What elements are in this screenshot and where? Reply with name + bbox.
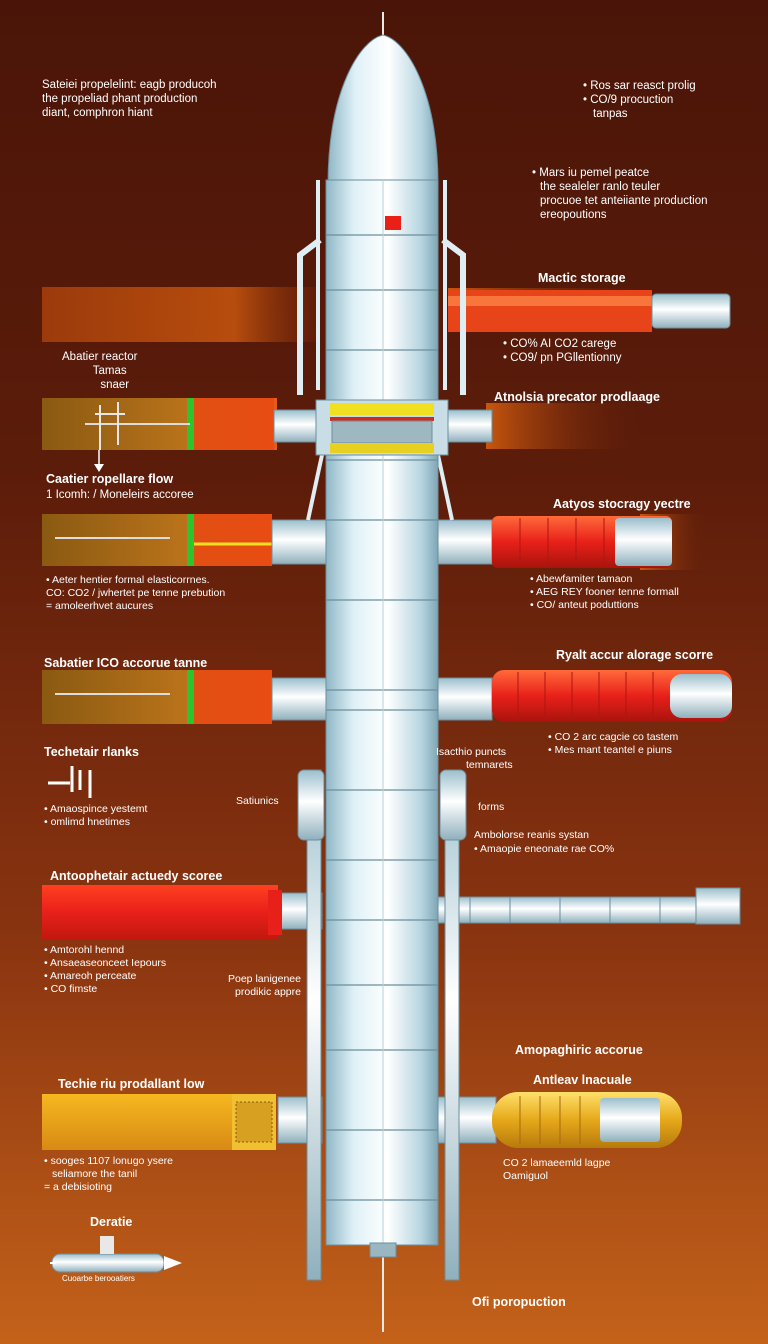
body-rings <box>326 234 438 1201</box>
mactic-tank-pipe <box>651 293 731 329</box>
flank-glyph <box>48 766 92 798</box>
red-tank-left <box>42 885 278 940</box>
connector-right-2 <box>435 519 493 565</box>
antleav-tank-end <box>600 1098 660 1142</box>
co2-bottom-notes: CO 2 lamaeemld lagpe Oamiguol <box>503 1157 611 1182</box>
green-valve-1 <box>187 398 194 450</box>
reactor-ring-yellow <box>330 403 434 415</box>
left-bullets-4: sooges 1107 lonugo ysere seliamore the t… <box>44 1155 173 1194</box>
heat-section-2 <box>194 514 272 566</box>
connector-left-2 <box>271 519 329 565</box>
left-bullets-3: Amtorohl hennd Ansaeaseonceet Iepours Am… <box>44 944 166 996</box>
top-left-note: Sateiei propelelint: eagb producoh the p… <box>42 79 217 119</box>
mactic-storage-label: Mactic storage <box>538 271 626 285</box>
ryalt-storage-label: Ryalt accur alorage scorre <box>556 648 714 662</box>
right-pipe-assembly <box>435 896 697 924</box>
ryalt-tank-end <box>670 674 732 718</box>
landing-leg-left <box>306 454 324 521</box>
valve-glyph <box>95 402 125 450</box>
side-column-right <box>444 769 460 1281</box>
mactic-tank-red-hl <box>448 296 652 306</box>
landing-leg-right <box>436 454 454 521</box>
cattier-flow-label: Caatier ropellare flow <box>46 472 174 486</box>
reactor-ring-core <box>331 420 433 444</box>
ambolorse-label: Ambolorse reanis systan <box>474 829 589 841</box>
heat-section-3 <box>194 670 272 724</box>
aatyos-tank-end <box>615 518 672 566</box>
left-bullets-1: Aeter hentier formal elasticorrnes. CO: … <box>46 574 225 613</box>
green-valve-3 <box>187 670 194 724</box>
abatier-reactor-label: Abatier reactor Tamas snaer <box>62 351 138 391</box>
sabatier-tanks-label: Sabatier ICO accorue tanne <box>44 656 208 670</box>
right-pipe-end <box>695 887 741 925</box>
yellow-tank-left-grid-pattern <box>235 1101 273 1143</box>
red-marker <box>385 216 401 230</box>
rocket-nose <box>327 34 439 186</box>
cattier-flow-sub: 1 Icomh: / Moneleirs accoree <box>46 489 194 501</box>
techetair-flanks-label: Techetair rlanks <box>44 745 139 759</box>
aatyos-storage-label: Aatyos stocragy yectre <box>553 497 691 511</box>
frame-pipe-left <box>297 237 322 395</box>
deratie-label: Deratie <box>90 1215 133 1229</box>
top-right-note: Ros sar reasct prolig CO/9 procuction ta… <box>583 79 695 121</box>
techie-flow-label: Techie riu prodallant low <box>58 1077 205 1091</box>
frame-pipe-right <box>441 237 466 395</box>
rocket-body <box>325 179 439 1246</box>
band-reactor-right-fade <box>486 403 646 449</box>
deratie-sub: Cuoarbe berooatiers <box>62 1274 135 1283</box>
antleav-segments <box>519 1096 581 1144</box>
aatyos-segments <box>519 518 605 566</box>
co2-storage-notes: CO% AI CO2 carege CO9/ pn PGllentionny <box>503 337 621 365</box>
technic-panels-label: Isacthio puncts temnarets <box>436 746 513 771</box>
engine-base <box>369 1242 397 1258</box>
reactor-ring-red <box>330 417 434 421</box>
side-pod-right <box>439 769 467 841</box>
forms-label: forms <box>478 801 505 813</box>
off-production-label: Ofi poropuction <box>472 1295 566 1309</box>
connector-right-3 <box>435 677 493 721</box>
reactor-ring-yellow-2 <box>330 443 434 453</box>
mars-block: Mars iu pemel peatce the sealeler ranlo … <box>532 166 707 222</box>
heat-section-1 <box>194 398 274 450</box>
antleav-label: Antleav lnacuale <box>533 1073 632 1087</box>
atnolsia-label: Atnolsia precator prodlaage <box>494 390 661 404</box>
ryalt-segments <box>517 672 654 720</box>
side-pod-left <box>297 769 325 841</box>
amospie-bullet: Amaopie eneonate rae CO% <box>474 843 614 856</box>
poep-lanigenee-label: Poep lanigenee prodikic appre <box>228 973 301 998</box>
band-top-left <box>42 287 317 342</box>
atmospheric-score-label: Antoophetair actuedy scoree <box>50 869 223 883</box>
red-tank-left-cap <box>268 890 282 935</box>
bottom-left-cylinder <box>51 1253 165 1273</box>
yellow-tank-left <box>42 1094 232 1150</box>
side-column-left <box>306 769 322 1281</box>
connector-left-3 <box>271 677 329 721</box>
left-bullets-2: Amaospince yestemt omlimd hnetimes <box>44 803 147 829</box>
satiunics-label: Satiunics <box>236 795 279 807</box>
right-bullets-1: Abewfamiter tamaon AEG REY fooner tenne … <box>530 573 679 612</box>
amopaghiric-label: Amopaghiric accorue <box>515 1043 643 1057</box>
right-bullets-2: CO 2 arc cagcie co tastem Mes mant teant… <box>548 731 679 757</box>
green-valve-2 <box>187 514 194 566</box>
